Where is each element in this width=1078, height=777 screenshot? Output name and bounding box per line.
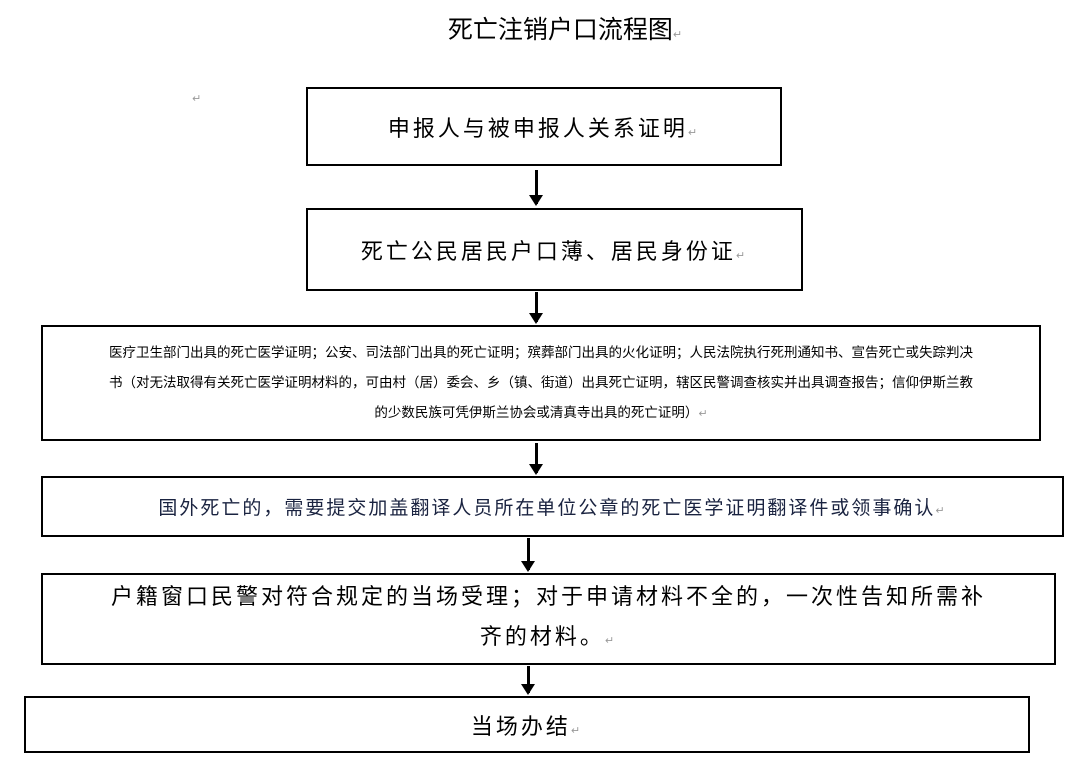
arrow-down xyxy=(529,292,543,324)
step-text: 国外死亡的，需要提交加盖翻译人员所在单位公章的死亡医学证明翻译件或领事确认 xyxy=(158,497,936,519)
arrow-down xyxy=(529,170,543,206)
step-2-box: 死亡公民居民户口薄、居民身份证↵ xyxy=(306,208,803,291)
paragraph-mark: ↵ xyxy=(735,248,749,262)
flowchart-title: 死亡注销户口流程图↵ xyxy=(380,10,750,46)
step-line: 当场办结↵ xyxy=(471,709,583,741)
paragraph-mark: ↵ xyxy=(604,633,618,647)
step-text: 当场办结 xyxy=(470,714,571,740)
step-5-box: 户籍窗口民警对符合规定的当场受理；对于申请材料不全的，一次性告知所需补 齐的材料… xyxy=(41,573,1056,665)
step-line: 齐的材料。↵ xyxy=(480,618,617,661)
step-4-box: 国外死亡的，需要提交加盖翻译人员所在单位公章的死亡医学证明翻译件或领事确认↵ xyxy=(41,476,1064,537)
arrow-down xyxy=(529,443,543,475)
paragraph-mark: ↵ xyxy=(570,723,584,737)
step-line: 医疗卫生部门出具的死亡医学证明；公安、司法部门出具的死亡证明；殡葬部门出具的火化… xyxy=(109,344,973,361)
step-text: 齐的材料。 xyxy=(479,624,605,650)
arrow-down xyxy=(521,538,535,572)
paragraph-mark: ↵ xyxy=(698,406,708,420)
arrow-down xyxy=(521,666,535,695)
step-line: 死亡公民居民户口薄、居民身份证↵ xyxy=(361,234,748,266)
step-text: 的少数民族可凭伊斯兰协会或清真寺出具的死亡证明） xyxy=(374,404,699,421)
paragraph-mark: ↵ xyxy=(672,28,683,41)
step-text: 申报人与被申报人关系证明 xyxy=(387,116,688,142)
paragraph-mark: ↵ xyxy=(192,92,202,105)
step-line: 国外死亡的，需要提交加盖翻译人员所在单位公章的死亡医学证明翻译件或领事确认↵ xyxy=(158,493,946,520)
paragraph-mark: ↵ xyxy=(687,125,701,139)
step-line: 书（对无法取得有关死亡医学证明材料的，可由村（居）委会、乡（镇、街道）出具死亡证… xyxy=(109,374,973,391)
step-text: 死亡公民居民户口薄、居民身份证 xyxy=(360,239,736,265)
step-6-box: 当场办结↵ xyxy=(24,696,1030,753)
step-line: 申报人与被申报人关系证明↵ xyxy=(388,111,700,143)
step-line: 的少数民族可凭伊斯兰协会或清真寺出具的死亡证明）↵ xyxy=(374,398,707,429)
paragraph-mark: ↵ xyxy=(935,504,947,517)
step-1-box: 申报人与被申报人关系证明↵ xyxy=(306,87,782,166)
step-line: 户籍窗口民警对符合规定的当场受理；对于申请材料不全的，一次性告知所需补 xyxy=(110,584,986,610)
title-text: 死亡注销户口流程图 xyxy=(447,15,673,44)
step-3-box: 医疗卫生部门出具的死亡医学证明；公安、司法部门出具的死亡证明；殡葬部门出具的火化… xyxy=(41,325,1041,441)
